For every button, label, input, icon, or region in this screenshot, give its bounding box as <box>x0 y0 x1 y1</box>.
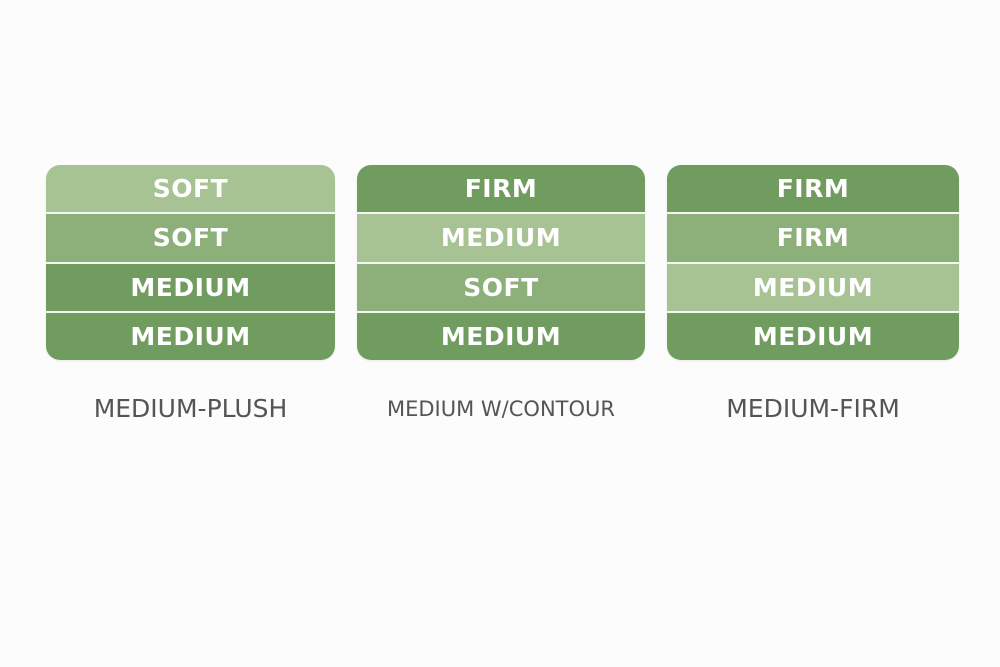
layer: MEDIUM <box>667 261 959 311</box>
layer: MEDIUM <box>46 310 335 360</box>
stack-caption: MEDIUM-PLUSH <box>93 394 288 423</box>
layer: MEDIUM <box>667 310 959 360</box>
layer: SOFT <box>357 261 645 311</box>
layer: FIRM <box>667 165 959 213</box>
layer: MEDIUM <box>357 212 645 262</box>
layer: MEDIUM <box>46 261 335 311</box>
stack-caption: MEDIUM-FIRM <box>726 394 900 423</box>
layer: FIRM <box>357 165 645 213</box>
layer: FIRM <box>667 212 959 262</box>
layer: SOFT <box>46 165 335 213</box>
layer: SOFT <box>46 212 335 262</box>
mattress-stack-medium-firm: FIRM FIRM MEDIUM MEDIUM <box>667 165 959 360</box>
mattress-stack-medium-contour: FIRM MEDIUM SOFT MEDIUM <box>357 165 645 360</box>
layer: MEDIUM <box>357 310 645 360</box>
stack-caption: MEDIUM W/CONTOUR <box>387 397 615 421</box>
mattress-stack-medium-plush: SOFT SOFT MEDIUM MEDIUM <box>46 165 335 360</box>
